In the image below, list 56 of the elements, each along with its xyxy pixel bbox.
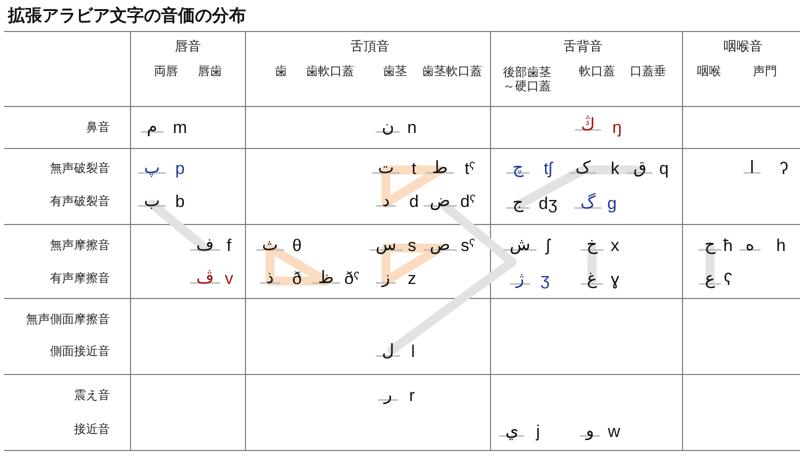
ipa-symbol: x [610, 236, 620, 256]
ipa-symbol: g [607, 194, 617, 214]
column-heading: 唇音 [175, 40, 201, 56]
ipa-symbol: θ [292, 236, 302, 256]
ipa-symbol: m [172, 118, 188, 138]
row-heading: 有声摩擦音 [50, 272, 110, 286]
row-heading: 無声破裂音 [50, 162, 110, 176]
column-subheading: 歯茎軟口蓋 [422, 65, 482, 79]
ipa-symbol: h [776, 236, 786, 256]
ipa-symbol: tˤ [464, 159, 476, 179]
column-subheading: 咽喉 [697, 65, 721, 79]
ipa-symbol: q [659, 159, 669, 179]
column-subheading: 歯 [275, 65, 287, 79]
arabic-letter: غ [580, 270, 604, 290]
ipa-symbol: d [409, 192, 419, 212]
column-subheading: 軟口蓋 [579, 65, 615, 79]
row-heading: 鼻音 [86, 121, 110, 135]
column-subheading: 唇歯 [198, 65, 222, 79]
ipa-symbol: b [175, 192, 185, 212]
ipa-symbol: tʃ [544, 159, 552, 179]
column-subheading: 声門 [753, 65, 777, 79]
ipa-symbol: v [224, 269, 234, 289]
ipa-symbol: ð [292, 269, 302, 289]
ipa-symbol: t [412, 159, 416, 179]
ipa-symbol: r [409, 386, 415, 406]
column-heading: 舌頂音 [350, 40, 390, 56]
row-heading: 無声側面摩擦音 [26, 313, 110, 327]
column-subheading: 歯軟口蓋 [306, 65, 354, 79]
ipa-symbol: ʒ [540, 270, 550, 290]
row-heading: 有声破裂音 [50, 195, 110, 209]
ipa-symbol: w [608, 422, 620, 442]
column-heading: 舌背音 [564, 40, 602, 56]
ipa-symbol: ʕ [724, 270, 732, 290]
ipa-symbol: ðˤ [344, 269, 360, 289]
row-heading: 接近音 [74, 423, 110, 437]
arabic-letter: ق [627, 159, 653, 179]
ipa-symbol: j [536, 422, 540, 442]
column-subheading: 後部歯茎～硬口蓋 [503, 66, 551, 94]
ipa-symbol: f [226, 236, 232, 256]
row-heading: 無声摩擦音 [50, 239, 110, 253]
diagram-title: 拡張アラビア文字の音価の分布 [8, 5, 246, 27]
column-subheading: 両唇 [154, 65, 178, 79]
column-heading: 咽喉音 [724, 40, 762, 56]
ipa-symbol: ɣ [610, 270, 620, 290]
column-subheading: 歯茎 [383, 65, 407, 79]
ipa-symbol: dʒ [538, 194, 558, 214]
ipa-symbol: n [407, 118, 417, 138]
ipa-symbol: ŋ [612, 118, 622, 138]
row-heading: 震え音 [74, 389, 110, 403]
ipa-symbol: ħ [723, 236, 733, 256]
ipa-symbol: p [175, 159, 185, 179]
row-heading: 側面接近音 [50, 345, 110, 359]
ipa-symbol: ʔ [780, 159, 788, 179]
column-subheading: 口蓋垂 [630, 65, 666, 79]
ipa-symbol: ʃ [546, 236, 550, 256]
ipa-symbol: k [610, 159, 620, 179]
